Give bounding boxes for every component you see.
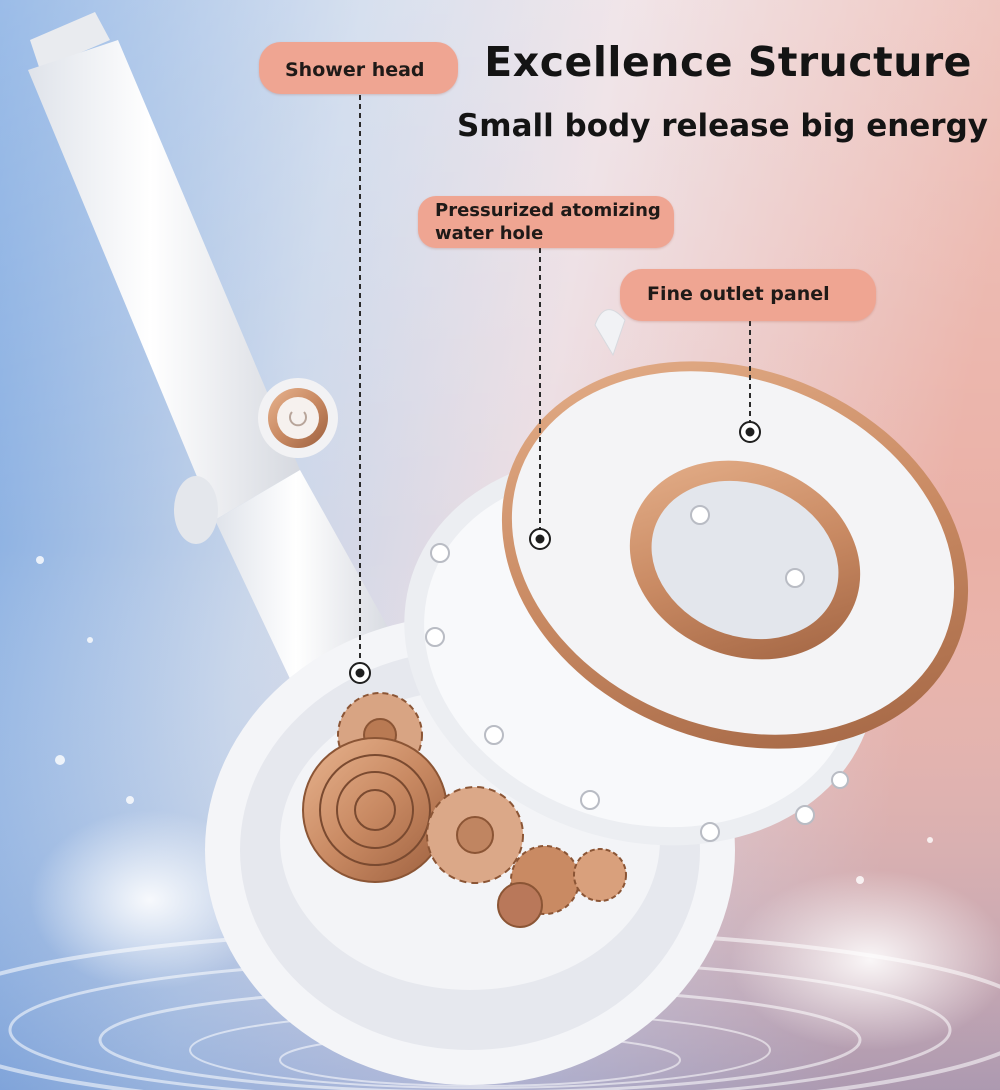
- label-atomizing-water-hole: Pressurized atomizing water hole: [418, 196, 674, 248]
- label-shower-head: Shower head: [259, 42, 458, 94]
- label-fine-outlet-panel: Fine outlet panel: [620, 269, 876, 321]
- page-subtitle: Small body release big energy: [456, 108, 988, 144]
- handle: [28, 12, 395, 700]
- callout-leaders: [359, 95, 751, 660]
- gear-mechanism: [302, 692, 627, 928]
- page-title: Excellence Structure: [484, 38, 972, 86]
- callout-markers: [349, 421, 761, 684]
- outlet-panel: [501, 309, 969, 749]
